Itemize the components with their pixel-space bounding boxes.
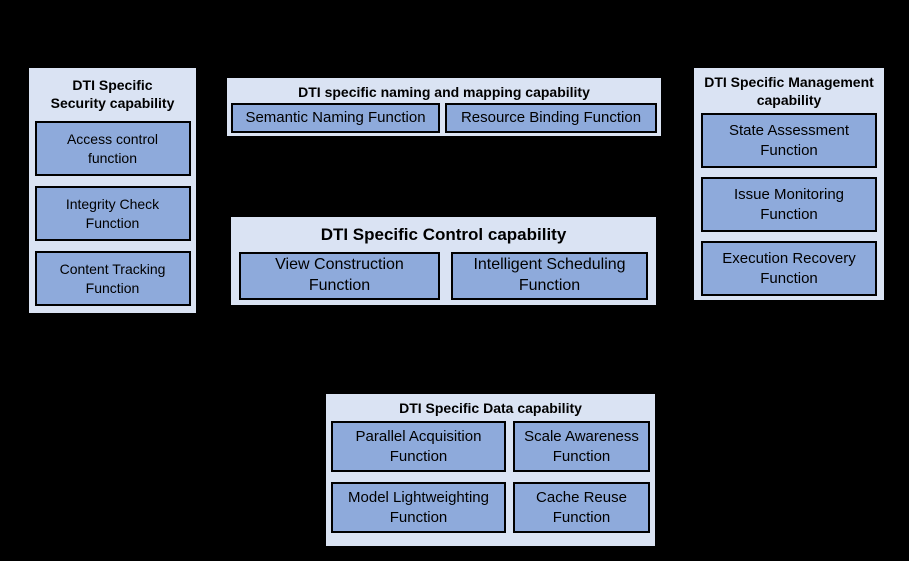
control-capability-title: DTI Specific Control capability — [231, 217, 656, 252]
function-label: Function — [760, 205, 818, 223]
function-box-view-construction: View Construction Function — [239, 252, 440, 300]
function-box-integrity-check: Integrity Check Function — [34, 186, 191, 241]
security-capability-title: DTI Specific Security capability — [29, 68, 196, 121]
security-title-line: DTI Specific — [72, 77, 153, 93]
function-box-content-tracking: Content Tracking Function — [34, 251, 191, 306]
function-label: Model Lightweighting — [348, 489, 489, 506]
function-label: Function — [760, 141, 818, 159]
function-label: View Construction — [275, 256, 404, 274]
data-capability-title: DTI Specific Data capability — [326, 394, 655, 421]
function-box-scale-awareness: Scale Awareness Function — [513, 421, 650, 472]
function-label: Execution Recovery — [722, 250, 856, 267]
security-capability-group: DTI Specific Security capability Access … — [27, 66, 198, 315]
naming-title-line: DTI specific naming and mapping capabili… — [298, 84, 590, 100]
function-label: Function — [760, 269, 818, 287]
function-label: Function — [85, 214, 140, 231]
function-box-issue-monitoring: Issue Monitoring Function — [701, 177, 877, 232]
management-capability-title: DTI Specific Management capability — [694, 68, 884, 113]
data-title-line: DTI Specific Data capability — [399, 400, 582, 416]
function-box-state-assessment: State Assessment Function — [701, 113, 877, 168]
function-label: Integrity Check — [65, 196, 160, 213]
function-label: Intelligent Scheduling — [473, 256, 626, 274]
function-box-cache-reuse: Cache Reuse Function — [513, 482, 650, 533]
function-label: Function — [552, 508, 611, 526]
function-label: Function — [389, 508, 448, 526]
function-label: Resource Binding Function — [460, 109, 642, 127]
function-box-access-control: Access control function — [34, 121, 191, 176]
function-label: Function — [389, 447, 448, 465]
function-box-semantic-naming: Semantic Naming Function — [231, 103, 440, 133]
security-title-line: Security capability — [50, 94, 175, 111]
function-label: Function — [308, 277, 371, 294]
function-box-parallel-acquisition: Parallel Acquisition Function — [331, 421, 506, 472]
management-capability-group: DTI Specific Management capability State… — [692, 66, 886, 302]
function-label: Access control — [66, 131, 159, 148]
function-box-intelligent-scheduling: Intelligent Scheduling Function — [451, 252, 648, 300]
management-title-line: capability — [756, 91, 822, 108]
function-label: Cache Reuse — [536, 489, 627, 506]
function-label: Scale Awareness — [524, 428, 639, 445]
control-capability-group: DTI Specific Control capability View Con… — [229, 215, 658, 307]
function-label: Parallel Acquisition — [355, 428, 482, 445]
control-title-line: DTI Specific Control capability — [320, 225, 567, 244]
function-label: Function — [518, 277, 581, 294]
function-label: function — [87, 149, 138, 166]
naming-mapping-capability-group: DTI specific naming and mapping capabili… — [225, 76, 663, 138]
data-capability-group: DTI Specific Data capability Parallel Ac… — [324, 392, 657, 548]
naming-mapping-capability-title: DTI specific naming and mapping capabili… — [227, 78, 661, 103]
function-label: State Assessment — [728, 122, 850, 139]
function-label: Function — [85, 279, 140, 296]
function-label: Content Tracking — [59, 261, 166, 278]
function-label: Function — [552, 447, 611, 465]
function-label: Semantic Naming Function — [245, 109, 426, 127]
function-box-model-lightweighting: Model Lightweighting Function — [331, 482, 506, 533]
function-label: Issue Monitoring — [733, 186, 845, 203]
management-title-line: DTI Specific Management — [704, 74, 874, 90]
function-box-execution-recovery: Execution Recovery Function — [701, 241, 877, 296]
function-box-resource-binding: Resource Binding Function — [445, 103, 657, 133]
